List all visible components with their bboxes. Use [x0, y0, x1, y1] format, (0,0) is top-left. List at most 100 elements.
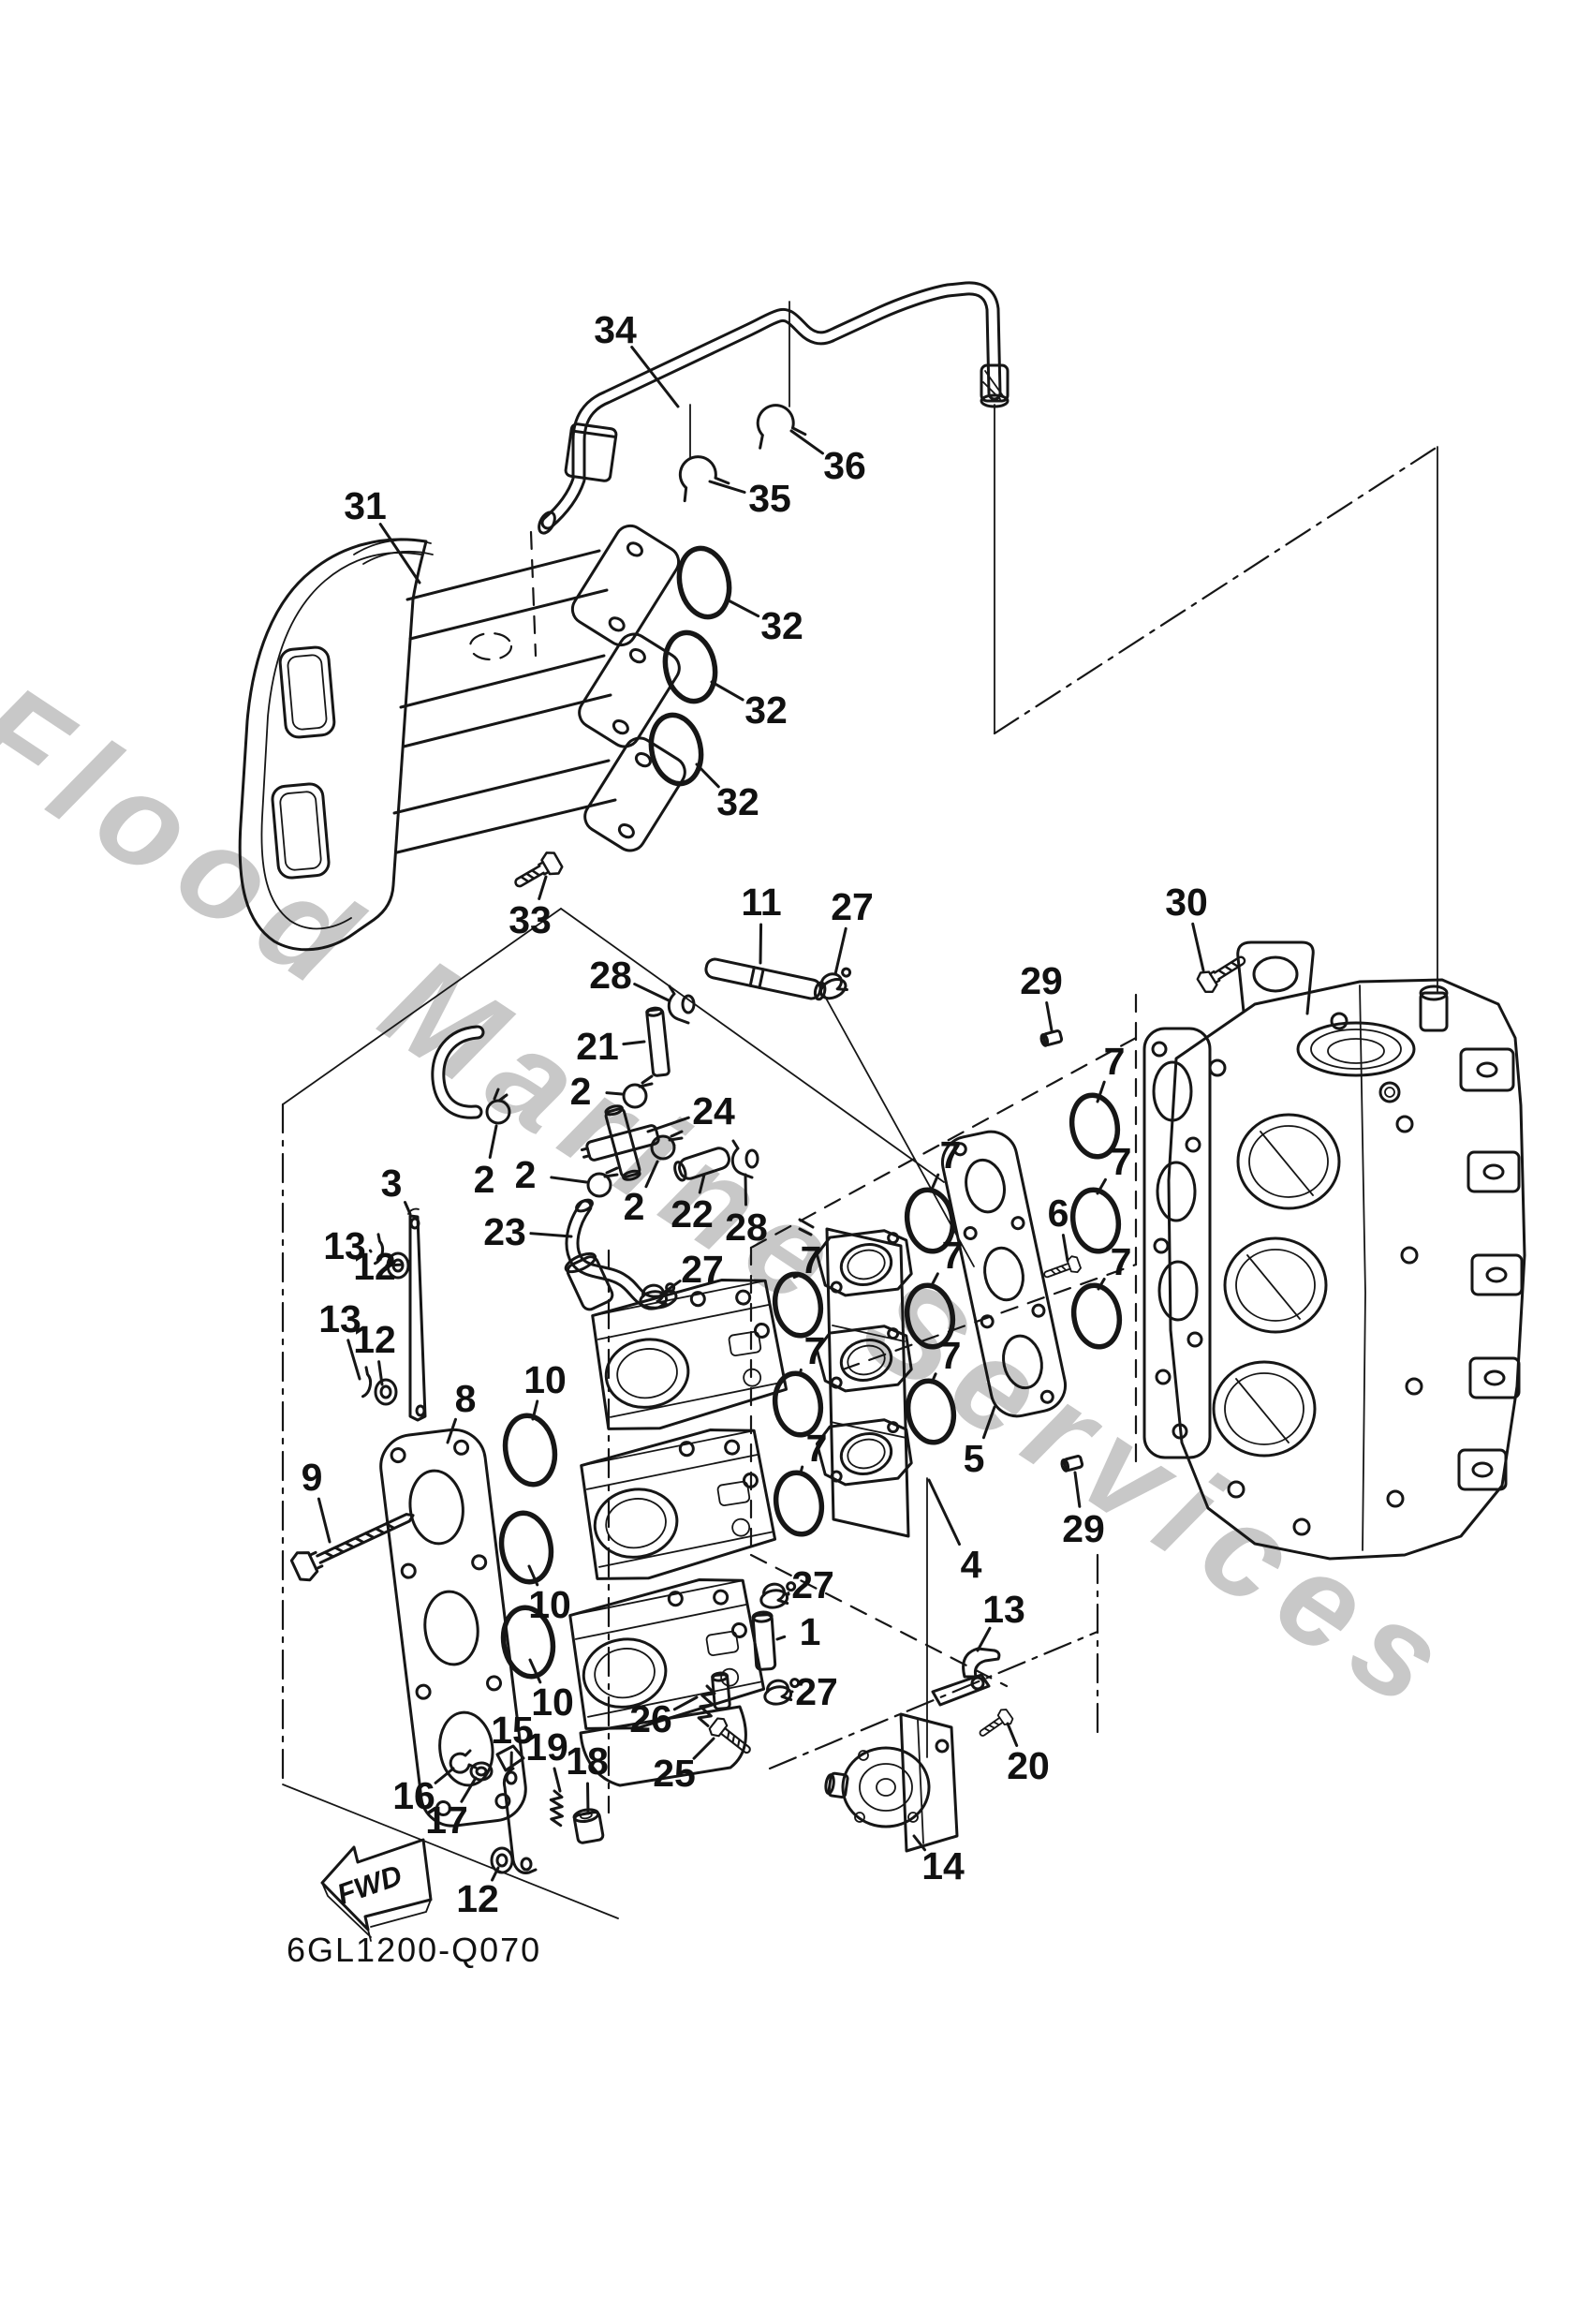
breather-hose	[538, 281, 1010, 535]
screw-25	[708, 1717, 751, 1754]
bolt-33	[514, 851, 564, 888]
clip-28b	[730, 1139, 759, 1179]
leader-31-3	[378, 523, 421, 585]
leader-29-40	[1073, 1471, 1082, 1508]
carburetor-stack	[564, 1251, 791, 1787]
clip-13a	[374, 1233, 385, 1266]
callout-17-52: 17	[425, 1799, 468, 1842]
leader-36-2	[789, 429, 825, 455]
leader-30-11	[1191, 922, 1205, 972]
callout-15-48: 15	[491, 1709, 534, 1752]
leader-7-30	[798, 1368, 803, 1377]
washer-12c	[490, 1846, 514, 1874]
diagram-code: 6GL1200-Q070	[287, 1931, 541, 1969]
leader-12-53	[491, 1866, 500, 1882]
callout-10-44: 10	[531, 1680, 574, 1724]
o-rings-10	[498, 1413, 558, 1680]
callout-4-39: 4	[961, 1543, 982, 1586]
clip-28a	[667, 984, 696, 1025]
leader-4-39	[927, 1478, 961, 1547]
leader-32-4	[725, 598, 760, 618]
callout-7-33: 7	[942, 1234, 964, 1277]
leader-7-34	[930, 1372, 937, 1384]
callout-33-7: 33	[508, 898, 552, 941]
callout-13-26: 13	[318, 1297, 361, 1340]
leader-27-28	[659, 1280, 682, 1296]
callout-7-31: 7	[806, 1427, 828, 1470]
fuel-pipe-11	[704, 957, 827, 1001]
callout-28-10: 28	[589, 954, 632, 997]
callout-16-51: 16	[392, 1774, 435, 1817]
clip-27b	[639, 1282, 676, 1310]
leader-6-37	[1061, 1234, 1069, 1263]
callout-3-23: 3	[381, 1162, 403, 1205]
leader-21-13	[622, 1040, 646, 1046]
callout-1-57: 1	[800, 1610, 821, 1653]
leader-28-10	[633, 983, 671, 1002]
o-rings-32	[648, 545, 732, 787]
leader-11-8	[759, 923, 763, 965]
callout-2-19: 2	[624, 1185, 645, 1228]
leader-2-18	[550, 1176, 588, 1184]
leader-lines	[317, 346, 1205, 1882]
callout-13-24: 13	[323, 1224, 366, 1267]
callout-31-3: 31	[344, 484, 387, 527]
callout-10-43: 10	[528, 1583, 571, 1626]
callout-24-15: 24	[692, 1089, 735, 1132]
leader-18-50	[585, 1782, 590, 1815]
callout-22-20: 22	[671, 1192, 714, 1236]
callout-10-42: 10	[523, 1358, 567, 1401]
leader-7-32	[929, 1173, 940, 1193]
bushing-18	[572, 1808, 605, 1844]
intake-joint-stack	[798, 1218, 913, 1538]
hose-clamp-36	[756, 404, 807, 450]
callout-7-35: 7	[1111, 1140, 1132, 1183]
callout-12-53: 12	[456, 1877, 499, 1920]
leader-33-7	[538, 875, 548, 900]
dowel-pins-29	[1039, 1029, 1084, 1473]
link-rod-3	[407, 1207, 427, 1422]
callout-27-58: 27	[791, 1563, 834, 1606]
leader-7-33	[929, 1272, 939, 1289]
leader-20-55	[1006, 1722, 1019, 1747]
spring-26	[697, 1684, 716, 1727]
cylinder-block	[1142, 940, 1526, 1561]
callout-19-49: 19	[525, 1725, 568, 1769]
callout-29-12: 29	[1020, 959, 1063, 1002]
o-rings-7	[772, 1092, 1123, 1537]
leader-13-54	[976, 1626, 992, 1652]
screw-20	[979, 1709, 1014, 1737]
callout-11-8: 11	[741, 881, 781, 924]
link-13c	[962, 1647, 1001, 1679]
callout-13-54: 13	[982, 1588, 1025, 1631]
washer-17	[469, 1761, 494, 1782]
leader-16-51	[434, 1767, 455, 1784]
washer-12b	[374, 1378, 398, 1406]
callout-27-28: 27	[681, 1248, 724, 1291]
leader-7-36	[1097, 1277, 1106, 1291]
callout-14-56: 14	[921, 1844, 965, 1887]
leader-2-19	[644, 1160, 659, 1189]
bolt-9	[289, 1513, 415, 1582]
tube-22	[673, 1147, 730, 1182]
intake-silencer	[238, 524, 686, 952]
leader-5-38	[981, 1405, 996, 1440]
screw-6	[1043, 1255, 1082, 1279]
clip-27c	[759, 1581, 797, 1609]
callout-12-27: 12	[353, 1318, 396, 1361]
callout-27-9: 27	[831, 885, 874, 928]
spring-19	[549, 1789, 564, 1828]
fwd-arrow-label: FWD	[333, 1858, 406, 1911]
callout-6-37: 6	[1048, 1192, 1069, 1235]
bolt-30	[1196, 955, 1246, 993]
leader-9-45	[317, 1497, 332, 1544]
callout-20-55: 20	[1007, 1744, 1050, 1787]
hose-branch	[431, 1025, 485, 1119]
leader-32-5	[710, 680, 744, 702]
callout-12-25: 12	[353, 1245, 396, 1288]
leader-7-35	[1096, 1177, 1107, 1195]
callout-34-0: 34	[594, 308, 637, 351]
leader-2-17	[488, 1124, 498, 1160]
leader-17-52	[460, 1776, 478, 1803]
leader-7-29	[792, 1274, 800, 1280]
